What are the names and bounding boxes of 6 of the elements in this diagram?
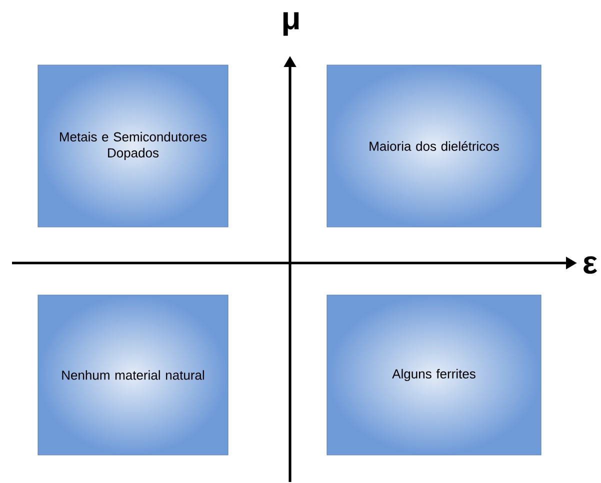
axis-label: μ	[283, 12, 299, 36]
quadrant-box: Alguns ferrites	[326, 294, 542, 456]
quadrant-box: Metais e Semicondutores Dopados	[38, 64, 228, 228]
axis-label: ε	[584, 256, 598, 274]
quadrant-box: Nenhum material natural	[38, 294, 228, 456]
quadrant-box: Maioria dos dielétricos	[326, 64, 542, 228]
